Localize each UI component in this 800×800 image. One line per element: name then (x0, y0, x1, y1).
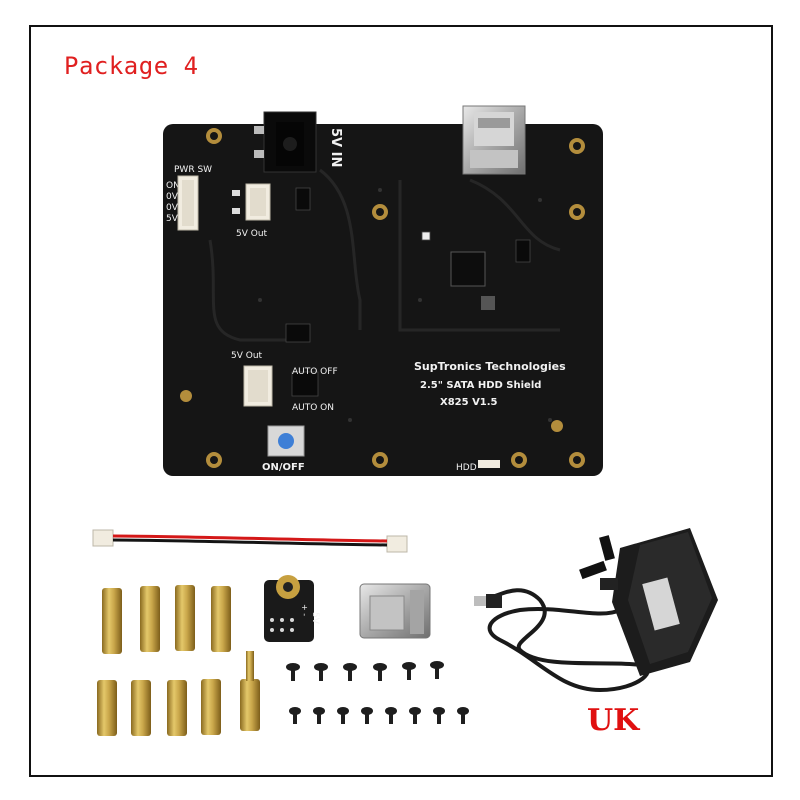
5v-out-label-mid: 5V Out (231, 351, 263, 361)
hdd-connector (478, 460, 500, 468)
hdd-label: HDD (456, 463, 477, 473)
product-label: 2.5" SATA HDD Shield (420, 380, 541, 391)
5v-out-connector-top (232, 183, 271, 221)
pwr-sw-label: PWR SW (174, 165, 212, 175)
power-in-label: 5V IN (328, 128, 343, 167)
screw-set (286, 661, 469, 724)
on-off-label: ON/OFF (262, 462, 305, 473)
jumper-cable (92, 529, 408, 553)
on-off-push-button (267, 425, 305, 457)
small-jumper-board: + - 5V (264, 575, 320, 642)
pwr-sw-connector (177, 175, 199, 231)
brass-standoffs (97, 585, 260, 736)
hdd-shield-board: 5V IN PWR SW ON 0V 0V 5V 5V Out (163, 105, 603, 476)
smd-components (285, 187, 531, 397)
dc-power-jack (254, 111, 317, 173)
pwr-0v-label-b: 0V (166, 203, 179, 213)
pwr-on-label: ON (166, 181, 180, 191)
pwr-5v-label: 5V (166, 214, 179, 224)
usb-bridge-connector (359, 583, 431, 639)
auto-off-label: AUTO OFF (292, 367, 338, 377)
auto-on-label: AUTO ON (292, 403, 334, 413)
model-label: X825 V1.5 (440, 397, 498, 408)
5v-out-label-top: 5V Out (236, 229, 268, 239)
mounting-holes (180, 128, 585, 468)
plug-sign: + - (300, 604, 309, 616)
via-dots (258, 188, 552, 422)
sata-controller-chip (450, 251, 495, 310)
uk-power-adapter (474, 528, 718, 693)
usb-port (462, 105, 526, 175)
package-label: Package 4 (64, 52, 199, 80)
5v-out-connector-mid (243, 365, 273, 407)
company-label: SupTronics Technologies (414, 360, 566, 373)
pwr-0v-label-a: 0V (166, 192, 179, 202)
jumper-5v-label: 5V (310, 612, 320, 625)
region-label: UK (587, 703, 640, 738)
